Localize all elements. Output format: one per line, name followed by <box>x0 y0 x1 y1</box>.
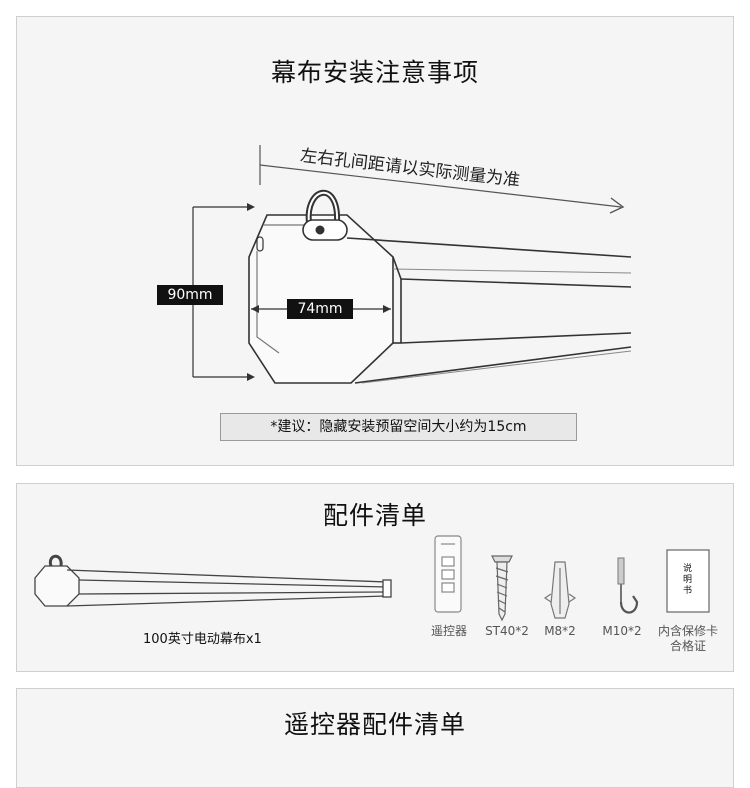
parts-diagram <box>34 535 710 622</box>
wall-anchor-icon <box>543 561 577 619</box>
remote-panel: 遥控器配件清单 <box>16 688 734 788</box>
screw-icon <box>491 555 513 622</box>
part-label-screw: ST40*2 <box>485 624 529 638</box>
remote-control-icon <box>434 535 462 613</box>
remote-title: 遥控器配件清单 <box>283 710 466 739</box>
suggestion-box: *建议：隐藏安装预留空间大小约为15cm <box>220 413 577 441</box>
part-label-manual: 内含保修卡 合格证 <box>657 624 718 653</box>
install-title: 幕布安装注意事项 <box>270 58 479 87</box>
parts-panel: 配件清单 <box>16 483 734 672</box>
hanging-hook-icon <box>256 189 348 252</box>
install-panel: 幕布安装注意事项 <box>16 16 734 466</box>
screen-tube-icon <box>34 554 392 607</box>
part-label-hook: M10*2 <box>602 624 642 638</box>
manual-cover-text: 说明书 <box>683 564 693 596</box>
width-label: 74mm <box>287 299 353 319</box>
height-label: 90mm <box>157 285 223 305</box>
part-label-remote: 遥控器 <box>430 624 467 638</box>
part-label-anchor: M8*2 <box>544 624 576 638</box>
manual-icon <box>666 549 710 613</box>
hook-bolt-icon <box>617 557 639 614</box>
parts-title: 配件清单 <box>322 501 427 530</box>
hole-spacing-arrow <box>259 145 625 214</box>
screen-case-diagram <box>192 145 632 384</box>
screen-label: 100英寸电动幕布x1 <box>143 632 262 647</box>
